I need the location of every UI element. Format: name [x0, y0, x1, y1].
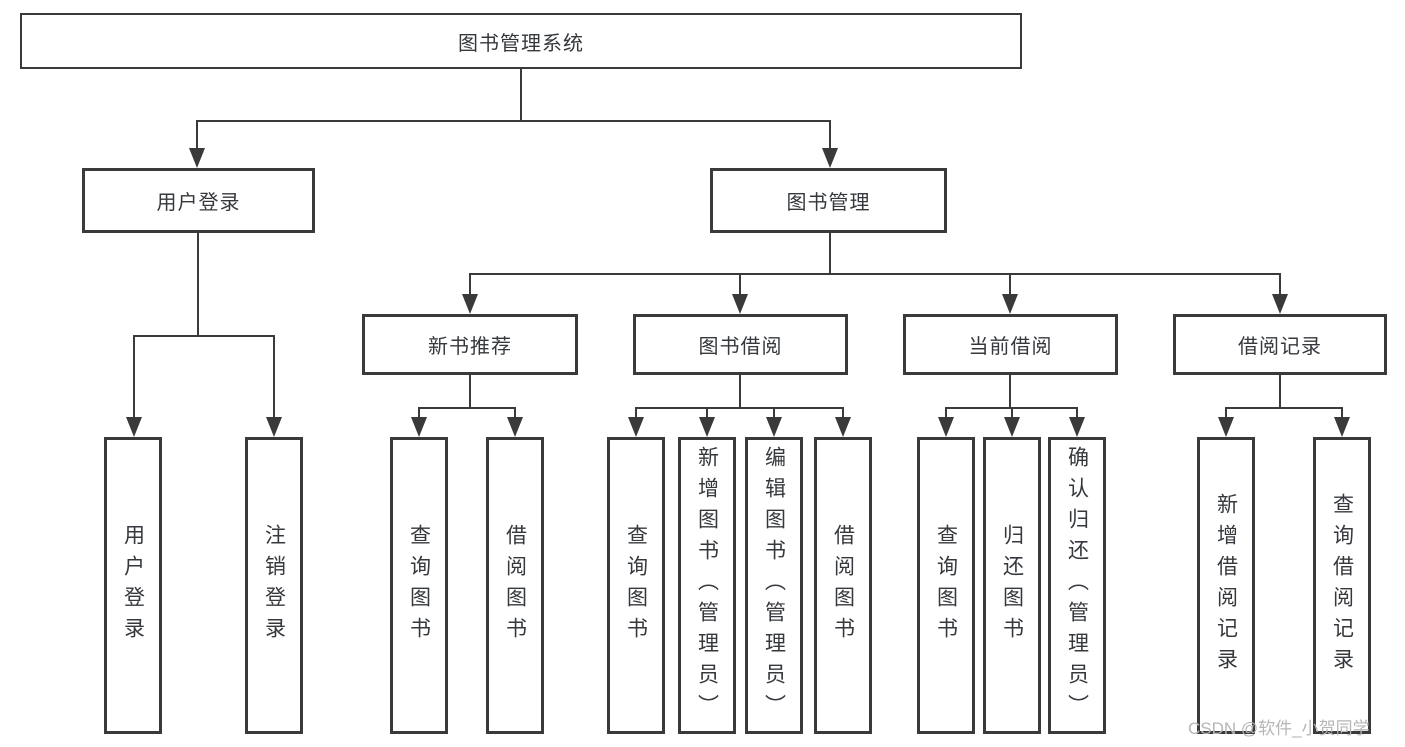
leaf-edit-books-admin: 编辑图书（管理员） [745, 437, 803, 734]
arrow-down-icon [732, 294, 748, 314]
connector-line [133, 335, 275, 337]
leaf-label: 用户登录 [121, 523, 145, 648]
arrow-down-icon [1069, 417, 1085, 437]
node-user-login: 用户登录 [82, 168, 315, 233]
leaf-query-borrow-record: 查询借阅记录 [1313, 437, 1371, 734]
leaf-logout: 注销登录 [245, 437, 303, 734]
connector-line [418, 407, 420, 421]
leaf-return-books: 归还图书 [983, 437, 1041, 734]
connector-line [829, 232, 831, 274]
arrow-down-icon [189, 148, 205, 168]
node-label: 图书管理系统 [458, 32, 584, 55]
connector-line [1341, 407, 1343, 421]
connector-line [635, 407, 844, 409]
connector-line [1009, 374, 1011, 408]
leaf-label: 归还图书 [1000, 523, 1024, 648]
connector-line [514, 407, 516, 421]
leaf-label: 借阅图书 [503, 523, 527, 648]
arrow-down-icon [462, 294, 478, 314]
arrow-down-icon [507, 417, 523, 437]
connector-line [829, 120, 831, 154]
node-book-borrow: 图书借阅 [633, 314, 848, 375]
connector-line [197, 233, 199, 335]
node-book-management: 图书管理 [710, 168, 947, 233]
arrow-down-icon [1218, 417, 1234, 437]
arrow-down-icon [411, 417, 427, 437]
connector-line [773, 407, 775, 421]
leaf-add-books-admin: 新增图书（管理员） [678, 437, 736, 734]
connector-line [520, 69, 522, 120]
arrow-down-icon [1272, 294, 1288, 314]
node-label: 借阅记录 [1238, 336, 1322, 358]
node-label: 图书管理 [786, 192, 871, 214]
leaf-label: 查询借阅记录 [1330, 492, 1354, 679]
connector-line [418, 407, 516, 409]
connector-line [1279, 374, 1281, 408]
connector-line [1076, 407, 1078, 421]
node-label: 用户登录 [156, 192, 241, 214]
node-label: 新书推荐 [428, 336, 512, 358]
node-new-book-recommend: 新书推荐 [362, 314, 578, 375]
arrow-down-icon [699, 417, 715, 437]
csdn-watermark: CSDN @软件_小贺同学 [1188, 719, 1370, 738]
leaf-label: 查询图书 [624, 523, 648, 648]
arrow-down-icon [1334, 417, 1350, 437]
connector-line [1279, 273, 1281, 299]
leaf-add-borrow-record: 新增借阅记录 [1197, 437, 1255, 734]
leaf-query-books-recommend: 查询图书 [390, 437, 448, 734]
arrow-down-icon [822, 148, 838, 168]
connector-line [469, 273, 1281, 275]
connector-line [196, 120, 831, 122]
node-borrow-records: 借阅记录 [1173, 314, 1387, 375]
leaf-query-books-borrow: 查询图书 [607, 437, 665, 734]
leaf-label: 编辑图书（管理员） [762, 446, 786, 725]
connector-line [635, 407, 637, 421]
leaf-label: 查询图书 [934, 523, 958, 648]
leaf-label: 确认归还（管理员） [1065, 446, 1089, 725]
connector-line [706, 407, 708, 421]
connector-line [1009, 273, 1011, 299]
arrow-down-icon [938, 417, 954, 437]
leaf-label: 查询图书 [407, 523, 431, 648]
arrow-down-icon [126, 417, 142, 437]
connector-line [469, 273, 471, 299]
connector-line [1011, 407, 1013, 421]
arrow-down-icon [835, 417, 851, 437]
connector-line [1225, 407, 1343, 409]
leaf-label: 注销登录 [262, 523, 286, 648]
leaf-confirm-return-admin: 确认归还（管理员） [1048, 437, 1106, 734]
connector-line [739, 374, 741, 408]
leaf-user-login: 用户登录 [104, 437, 162, 734]
leaf-borrow-books-recommend: 借阅图书 [486, 437, 544, 734]
arrow-down-icon [766, 417, 782, 437]
connector-line [945, 407, 947, 421]
connector-line [469, 374, 471, 408]
node-label: 当前借阅 [968, 336, 1053, 358]
connector-line [273, 335, 275, 421]
connector-line [1225, 407, 1227, 421]
arrow-down-icon [266, 417, 282, 437]
node-library-management-system: 图书管理系统 [20, 13, 1022, 69]
connector-line [133, 335, 135, 421]
connector-line [739, 273, 741, 299]
arrow-down-icon [628, 417, 644, 437]
leaf-label: 新增图书（管理员） [695, 446, 719, 725]
connector-line [196, 120, 198, 154]
leaf-borrow-books: 借阅图书 [814, 437, 872, 734]
node-current-borrow: 当前借阅 [903, 314, 1118, 375]
node-label: 图书借阅 [698, 336, 783, 358]
arrow-down-icon [1004, 417, 1020, 437]
arrow-down-icon [1002, 294, 1018, 314]
connector-line [842, 407, 844, 421]
leaf-label: 新增借阅记录 [1214, 492, 1238, 679]
leaf-query-books-current: 查询图书 [917, 437, 975, 734]
leaf-label: 借阅图书 [831, 523, 855, 648]
